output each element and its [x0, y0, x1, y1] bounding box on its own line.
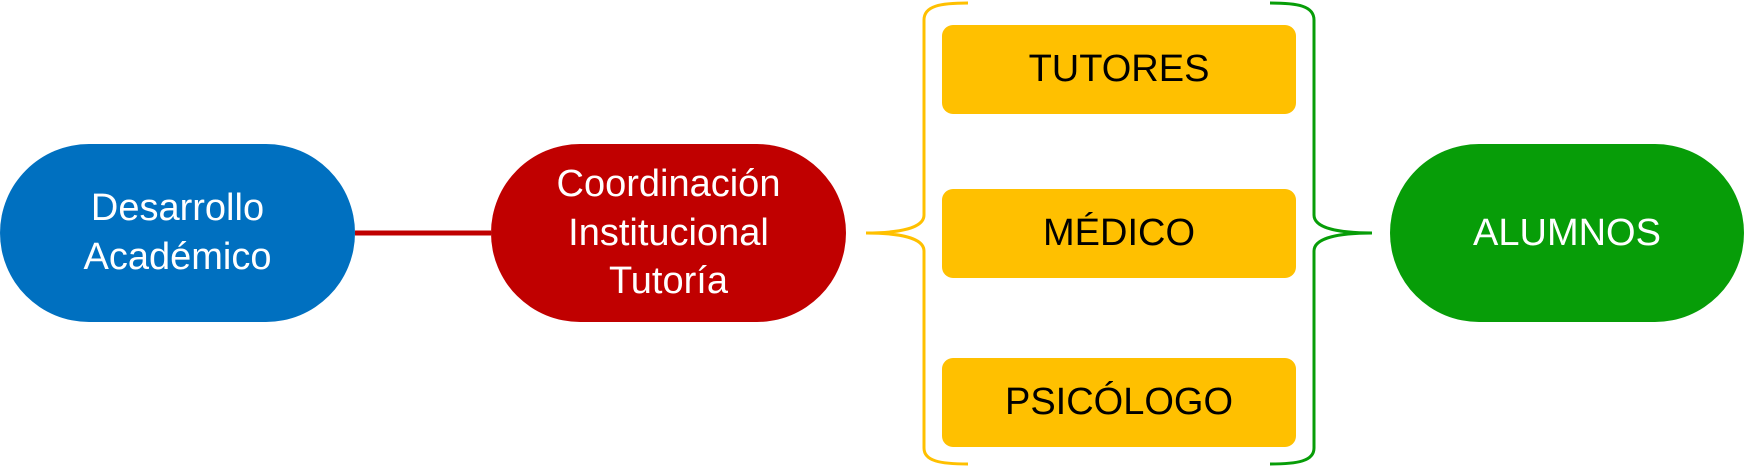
node-label: ALUMNOS	[1473, 211, 1661, 254]
role-tutores: TUTORES	[942, 25, 1296, 114]
node-label: Desarrollo Académico	[83, 187, 272, 278]
node-label: Coordinación Institucional Tutoría	[556, 163, 781, 303]
node-coordinacion-institucional: Coordinación Institucional Tutoría	[491, 144, 846, 322]
role-label: PSICÓLOGO	[1004, 381, 1234, 423]
right-curly-brace	[1269, 1, 1373, 466]
role-label: TUTORES	[1028, 48, 1210, 90]
node-alumnos: ALUMNOS	[1390, 144, 1744, 322]
left-curly-brace	[865, 1, 969, 466]
role-label: MÉDICO	[1043, 212, 1195, 254]
node-desarrollo-academico: Desarrollo Académico	[0, 144, 355, 322]
role-psicologo: PSICÓLOGO	[942, 358, 1296, 447]
role-medico: MÉDICO	[942, 189, 1296, 278]
